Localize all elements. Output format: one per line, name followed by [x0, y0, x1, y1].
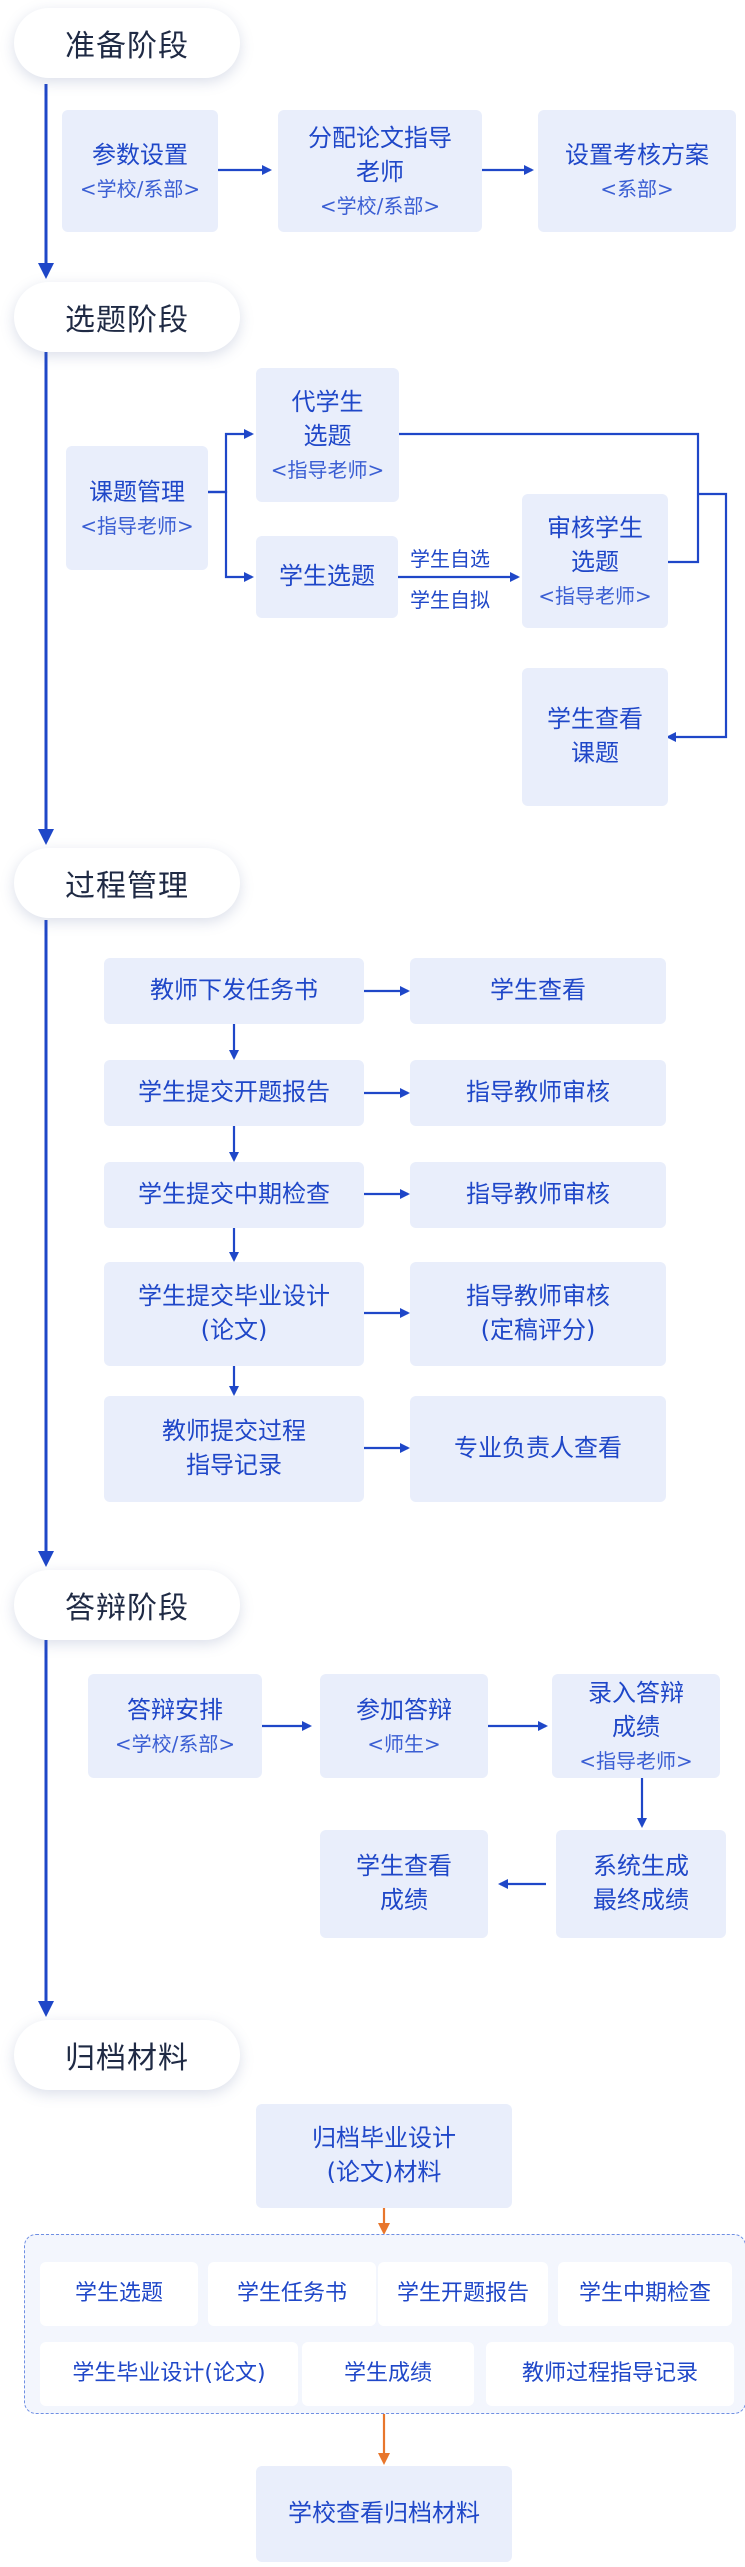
process-left-1: 教师下发任务书	[104, 958, 364, 1024]
process-left-1-text: 教师下发任务书	[150, 976, 318, 1005]
defense-attend-sub: <师生>	[367, 1731, 441, 1756]
assign-sub: <学校/系部>	[319, 193, 441, 218]
defense-attend-box: 参加答辩 <师生>	[320, 1674, 488, 1778]
process-left-2-text: 学生提交开题报告	[138, 1078, 330, 1107]
process-right-3: 指导教师审核	[410, 1162, 666, 1228]
topic-manage-sub: <指导老师>	[80, 513, 194, 538]
process-right-1-text: 学生查看	[490, 976, 586, 1005]
connector-arrows	[208, 165, 728, 1889]
scheme-box: 设置考核方案 <系部>	[538, 110, 736, 232]
archive-item-2: 学生任务书	[208, 2262, 376, 2326]
proxy-select-sub: <指导老师>	[270, 457, 385, 482]
process-left-3: 学生提交中期检查	[104, 1162, 364, 1228]
scheme-title: 设置考核方案	[565, 141, 709, 170]
topic-manage-box: 课题管理 <指导老师>	[66, 446, 208, 570]
process-left-2: 学生提交开题报告	[104, 1060, 364, 1126]
defense-student-box: 学生查看 成绩	[320, 1830, 488, 1938]
stage-prep: 准备阶段	[14, 8, 240, 78]
defense-attend-title: 参加答辩	[356, 1696, 452, 1725]
student-select-box: 学生选题	[256, 536, 398, 618]
proxy-select-title: 代学生 选题	[291, 388, 364, 450]
label-self-draft: 学生自拟	[410, 588, 490, 612]
stage-topic: 选题阶段	[14, 282, 240, 352]
defense-system-title: 系统生成 最终成绩	[593, 1852, 689, 1914]
process-right-4: 指导教师审核 (定稿评分)	[410, 1262, 666, 1366]
view-topic-title: 学生查看 课题	[547, 705, 643, 767]
archive-item-7: 教师过程指导记录	[486, 2342, 734, 2406]
archive-bottom-title: 学校查看归档材料	[288, 2499, 480, 2528]
defense-arrange-title: 答辩安排	[127, 1696, 223, 1725]
process-right-3-text: 指导教师审核	[466, 1180, 610, 1209]
archive-item-3: 学生开题报告	[378, 2262, 548, 2326]
params-sub: <学校/系部>	[79, 176, 201, 201]
defense-enter-box: 录入答辩 成绩 <指导老师>	[552, 1674, 720, 1778]
review-select-sub: <指导老师>	[538, 583, 652, 608]
archive-top-title: 归档毕业设计 (论文)材料	[312, 2124, 456, 2186]
defense-system-box: 系统生成 最终成绩	[556, 1830, 726, 1938]
process-right-5: 专业负责人查看	[410, 1396, 666, 1502]
archive-item-1: 学生选题	[40, 2262, 198, 2326]
label-self-select: 学生自选	[410, 547, 490, 571]
review-select-box: 审核学生 选题 <指导老师>	[522, 494, 668, 628]
stage-defense: 答辩阶段	[14, 1570, 240, 1640]
defense-arrange-box: 答辩安排 <学校/系部>	[88, 1674, 262, 1778]
process-left-4-text: 学生提交毕业设计 (论文)	[138, 1282, 330, 1344]
process-right-5-text: 专业负责人查看	[454, 1434, 622, 1463]
proxy-select-box: 代学生 选题 <指导老师>	[256, 368, 399, 502]
assign-title: 分配论文指导 老师	[308, 124, 452, 186]
review-select-title: 审核学生 选题	[547, 514, 643, 576]
process-left-5: 教师提交过程 指导记录	[104, 1396, 364, 1502]
student-select-title: 学生选题	[279, 562, 375, 591]
params-title: 参数设置	[92, 141, 188, 170]
scheme-sub: <系部>	[600, 176, 674, 201]
assign-box: 分配论文指导 老师 <学校/系部>	[278, 110, 482, 232]
view-topic-box: 学生查看 课题	[522, 668, 668, 806]
process-right-1: 学生查看	[410, 958, 666, 1024]
process-right-4-text: 指导教师审核 (定稿评分)	[466, 1282, 610, 1344]
stage-archive: 归档材料	[14, 2020, 240, 2090]
defense-student-title: 学生查看 成绩	[356, 1852, 452, 1914]
stage-process: 过程管理	[14, 848, 240, 918]
topic-manage-title: 课题管理	[89, 478, 185, 507]
params-box: 参数设置 <学校/系部>	[62, 110, 218, 232]
process-left-4: 学生提交毕业设计 (论文)	[104, 1262, 364, 1366]
process-right-2-text: 指导教师审核	[466, 1078, 610, 1107]
archive-bottom-box: 学校查看归档材料	[256, 2466, 512, 2562]
process-left-5-text: 教师提交过程 指导记录	[162, 1417, 306, 1479]
defense-arrange-sub: <学校/系部>	[114, 1731, 236, 1756]
archive-top-box: 归档毕业设计 (论文)材料	[256, 2104, 512, 2208]
archive-item-5: 学生毕业设计(论文)	[40, 2342, 298, 2406]
process-left-3-text: 学生提交中期检查	[138, 1180, 330, 1209]
defense-enter-sub: <指导老师>	[579, 1748, 693, 1773]
process-right-2: 指导教师审核	[410, 1060, 666, 1126]
defense-enter-title: 录入答辩 成绩	[588, 1679, 684, 1741]
archive-item-4: 学生中期检查	[558, 2262, 732, 2326]
archive-item-6: 学生成绩	[302, 2342, 474, 2406]
